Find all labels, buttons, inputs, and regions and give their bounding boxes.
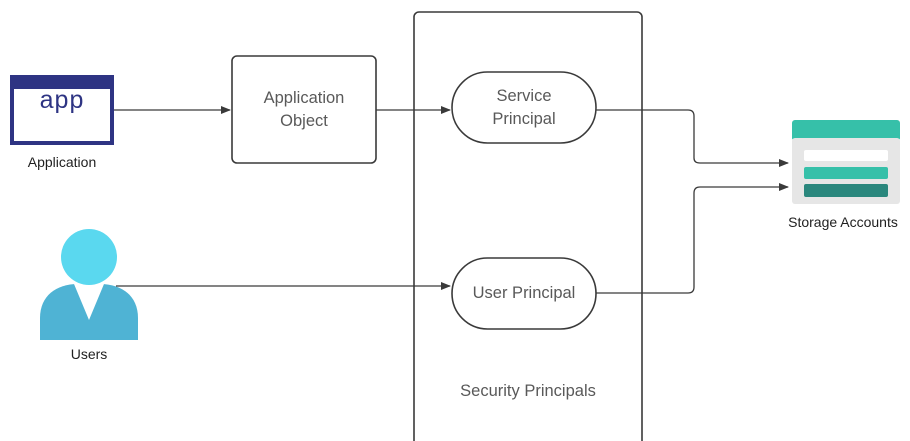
connector-user-principal-to-storage: [596, 183, 789, 294]
storage-accounts-label: Storage Accounts: [788, 214, 898, 230]
application-object-line1: Application: [263, 88, 345, 107]
service-principal-pill: [451, 71, 597, 144]
user-icon: [40, 229, 138, 340]
application-object-line2: Object: [280, 111, 328, 130]
user-principal-label: User Principal: [452, 258, 596, 329]
service-principal-label: Service Principal: [452, 72, 596, 143]
connector-service-principal-to-storage: [596, 109, 789, 167]
service-principal-line2: Principal: [492, 109, 556, 128]
app-icon: [10, 75, 114, 145]
app-icon-text: app: [39, 86, 85, 114]
application-label: Application: [27, 154, 97, 170]
application-object-label: Application Object: [232, 56, 376, 163]
storage-accounts-icon: [792, 120, 900, 204]
security-principals-label: Security Principals: [460, 382, 596, 400]
users-label: Users: [70, 346, 108, 362]
service-principal-line1: Service: [496, 86, 552, 105]
user-principal-text: User Principal: [472, 284, 576, 302]
